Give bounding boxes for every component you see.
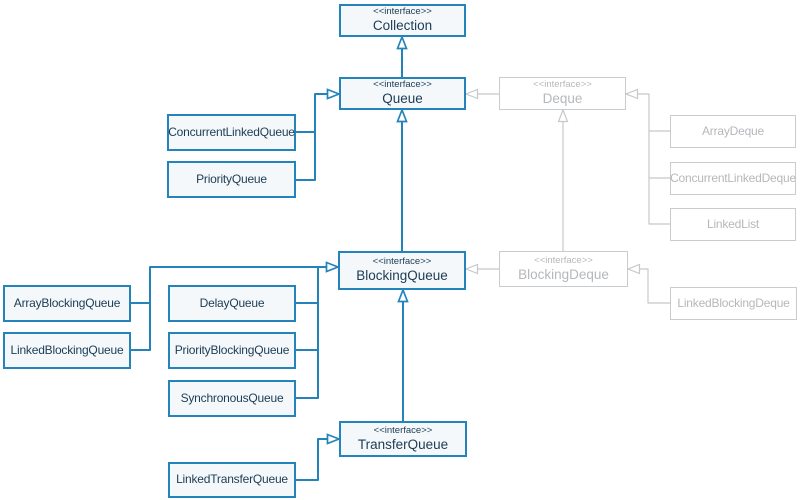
edge-arraydeque-to-deque	[626, 94, 670, 132]
node-blocking-queue: <<interface>>BlockingQueue	[338, 251, 466, 290]
stereotype-label: <<interface>>	[533, 79, 592, 91]
node-label: LinkedBlockingDeque	[677, 295, 790, 310]
edge-concurrentlinkedqueue-to-queue	[296, 94, 339, 133]
node-linked-transfer-queue: LinkedTransferQueue	[168, 462, 296, 498]
node-label: BlockingDeque	[518, 266, 609, 282]
edge-delayqueue-junction	[296, 267, 319, 304]
node-label: LinkedList	[706, 216, 760, 231]
stereotype-label: <<interface>>	[373, 6, 432, 18]
node-label: ArrayDeque	[701, 123, 765, 138]
edge-arrayblockingqueue-to-blockingqueue	[131, 267, 338, 304]
node-collection: <<interface>>Collection	[339, 4, 466, 37]
edge-linkedtransferqueue-to-transferqueue	[296, 439, 339, 481]
node-label: LinkedBlockingQueue	[10, 342, 124, 357]
node-linked-blocking-queue: LinkedBlockingQueue	[3, 332, 131, 369]
node-transfer-queue: <<interface>>TransferQueue	[339, 421, 467, 457]
node-priority-queue: PriorityQueue	[167, 161, 296, 198]
edge-linkedlist-junction	[648, 178, 670, 225]
stereotype-label: <<interface>>	[534, 254, 593, 266]
node-label: BlockingQueue	[356, 268, 448, 284]
stereotype-label: <<interface>>	[373, 79, 432, 91]
edge-priorityblockingqueue-junction	[296, 303, 319, 351]
edge-linkedblockingqueue-junction	[131, 303, 151, 351]
stereotype-label: <<interface>>	[372, 256, 432, 268]
node-linked-blocking-deque: LinkedBlockingDeque	[670, 287, 797, 320]
node-label: DelayQueue	[199, 295, 265, 310]
node-concurrent-linked-queue: ConcurrentLinkedQueue	[167, 114, 296, 151]
node-label: PriorityQueue	[196, 171, 267, 186]
node-label: Collection	[372, 18, 433, 34]
stereotype-label: <<interface>>	[373, 424, 433, 436]
node-array-blocking-queue: ArrayBlockingQueue	[3, 285, 131, 322]
node-delay-queue: DelayQueue	[168, 285, 296, 322]
node-label: ConcurrentLinkedDeque	[670, 170, 796, 185]
node-label: TransferQueue	[357, 436, 449, 452]
node-blocking-deque: <<interface>>BlockingDeque	[499, 251, 628, 287]
node-label: Deque	[542, 91, 583, 107]
node-priority-blocking-queue: PriorityBlockingQueue	[168, 332, 296, 369]
node-label: Queue	[382, 91, 423, 107]
node-synchronous-queue: SynchronousQueue	[168, 380, 296, 417]
node-queue: <<interface>>Queue	[339, 77, 466, 110]
node-label: SynchronousQueue	[180, 390, 284, 405]
node-label: PriorityBlockingQueue	[174, 342, 290, 357]
node-linked-list: LinkedList	[670, 208, 796, 241]
edges-group	[131, 37, 670, 481]
edge-concurrentlinkeddeque-junction	[648, 131, 670, 179]
node-label: ArrayBlockingQueue	[13, 295, 121, 310]
node-label: ConcurrentLinkedQueue	[168, 124, 295, 139]
edge-priorityqueue-junction	[296, 132, 316, 181]
node-concurrent-linked-deque: ConcurrentLinkedDeque	[670, 162, 796, 195]
edge-linkedblockingdeque-to-blockingdeque	[628, 269, 670, 304]
node-label: LinkedTransferQueue	[176, 472, 288, 487]
node-deque: <<interface>>Deque	[499, 77, 626, 110]
edge-synchronousqueue-junction	[296, 350, 319, 399]
node-array-deque: ArrayDeque	[670, 115, 796, 148]
